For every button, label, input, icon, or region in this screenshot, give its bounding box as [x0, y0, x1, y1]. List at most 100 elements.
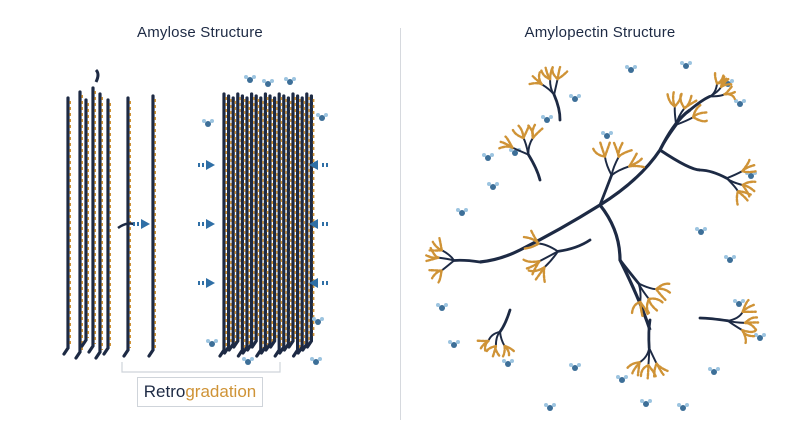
glucose-chain — [501, 344, 506, 359]
amylose-title: Amylose Structure — [137, 24, 263, 41]
branch — [675, 107, 686, 126]
hydrogen — [730, 79, 734, 83]
oxygen — [287, 79, 293, 85]
glucose-chain — [617, 148, 634, 158]
hydrogen — [685, 403, 689, 407]
water-molecule-icon — [206, 339, 218, 347]
glucose-chain — [628, 164, 646, 169]
packed-chain — [255, 96, 263, 358]
water-molecule-icon — [502, 359, 514, 367]
branch — [498, 308, 512, 334]
glucose-chain — [692, 116, 708, 123]
oxygen — [209, 341, 215, 347]
glucose-chain — [683, 99, 698, 110]
hydrogen — [284, 77, 288, 81]
hydrogen — [577, 94, 581, 98]
oxygen — [748, 173, 754, 179]
water-molecule-icon — [284, 77, 296, 85]
glucose-chain — [591, 146, 607, 158]
loose-chain — [62, 96, 70, 356]
water-molecule-icon — [487, 182, 499, 190]
hydrogen — [324, 113, 328, 117]
hydrogen — [724, 255, 728, 259]
water-molecule-icon — [640, 399, 652, 407]
oxygen — [459, 210, 465, 216]
arrow-dot — [198, 281, 200, 285]
chain-end — [94, 68, 100, 83]
oxygen — [505, 361, 511, 367]
arrow-dot — [202, 281, 204, 285]
water-molecule-icon — [677, 403, 689, 411]
glucose-chain — [671, 91, 677, 108]
hydrogen — [695, 227, 699, 231]
glucose-chain — [723, 92, 736, 100]
hydrogen — [716, 367, 720, 371]
glucose-chain — [556, 70, 569, 81]
hydrogen — [495, 182, 499, 186]
hydrogen — [252, 75, 256, 79]
glucose-chain — [736, 190, 749, 202]
amylopectin-branches — [425, 65, 760, 380]
oxygen — [485, 155, 491, 161]
branch — [499, 330, 506, 347]
glucose-chain — [741, 169, 757, 174]
oxygen — [604, 133, 610, 139]
branch — [526, 153, 542, 182]
branch — [726, 310, 744, 322]
water-molecule-icon — [244, 75, 256, 83]
hydrogen — [292, 77, 296, 81]
oxygen — [512, 150, 518, 156]
loose-chain — [94, 92, 102, 360]
branch — [603, 155, 613, 177]
oxygen — [547, 405, 553, 411]
hydrogen — [502, 359, 506, 363]
branch — [556, 238, 592, 253]
hydrogen — [688, 61, 692, 65]
hydrogen — [734, 99, 738, 103]
water-molecule-icon — [625, 65, 637, 73]
arrow-dot — [326, 163, 328, 167]
branch — [452, 258, 482, 264]
oxygen — [245, 359, 251, 365]
glucose-chain — [527, 266, 546, 273]
glucose-chain — [639, 364, 650, 378]
water-molecule-icon — [262, 79, 274, 87]
hydrogen — [625, 65, 629, 69]
water-molecule-icon — [448, 340, 460, 348]
arrow-right-icon — [206, 278, 215, 288]
hydrogen — [544, 403, 548, 407]
hydrogen — [310, 357, 314, 361]
hydrogen — [316, 113, 320, 117]
oxygen — [265, 81, 271, 87]
packed-chain — [236, 94, 244, 358]
hydrogen — [732, 255, 736, 259]
retrogradation-bracket — [121, 362, 281, 373]
packed-chain — [282, 96, 290, 352]
oxygen — [451, 342, 457, 348]
hydrogen — [677, 403, 681, 407]
hydrogen — [490, 153, 494, 157]
oxygen — [319, 115, 325, 121]
branch — [698, 168, 729, 180]
oxygen — [757, 335, 763, 341]
hydrogen — [210, 119, 214, 123]
oxygen — [490, 184, 496, 190]
branch — [494, 330, 501, 348]
glucose-chain — [630, 300, 642, 315]
glucose-chain — [603, 141, 612, 158]
hydrogen — [541, 115, 545, 119]
glucose-chain — [741, 329, 748, 345]
water-molecule-icon — [569, 363, 581, 371]
packed-chain — [296, 96, 304, 355]
hydrogen — [320, 317, 324, 321]
hydrogen — [482, 153, 486, 157]
branch — [725, 177, 739, 193]
branch — [552, 93, 562, 122]
packed-chain — [278, 94, 286, 355]
water-molecule-icon — [724, 255, 736, 263]
oxygen — [247, 77, 253, 83]
branch — [440, 249, 456, 262]
water-molecule-icon — [312, 317, 324, 325]
water-molecule-icon — [541, 115, 553, 123]
